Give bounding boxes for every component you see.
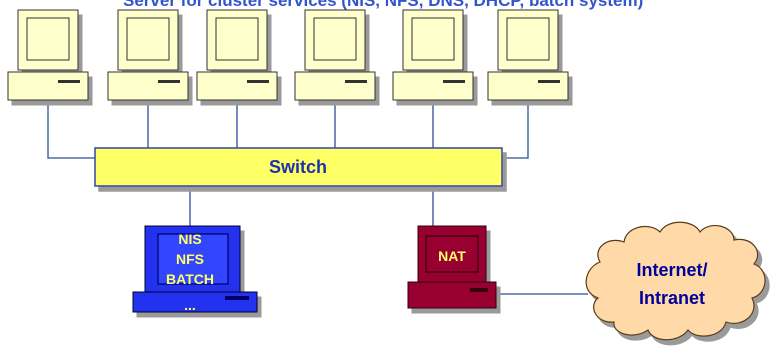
- drive-slot: [443, 80, 465, 83]
- cloud-label-line1: Internet/: [636, 260, 707, 280]
- drive-slot: [345, 80, 367, 83]
- workstation-group: [7, 9, 569, 101]
- connection-lines: [47, 103, 588, 295]
- internet-cloud: Internet/ Intranet: [585, 221, 766, 341]
- nat-label: NAT: [438, 248, 466, 264]
- workstation-3: [196, 9, 278, 101]
- screen: [506, 17, 550, 61]
- server-service-batch: BATCH: [166, 271, 214, 287]
- computer-base-icon: [7, 71, 89, 101]
- link-pc1: [47, 103, 95, 159]
- switch: Switch: [94, 147, 503, 187]
- nat-server: NAT: [407, 225, 497, 309]
- drive-slot: [538, 80, 560, 83]
- screen: [215, 17, 259, 61]
- workstation-2: [107, 9, 189, 101]
- drive-slot: [247, 80, 269, 83]
- screen: [411, 17, 455, 61]
- screen: [313, 17, 357, 61]
- link-pc6: [502, 103, 529, 159]
- computer-base-icon: [107, 71, 189, 101]
- server-service-nfs: NFS: [176, 251, 204, 267]
- screen: [26, 17, 70, 61]
- computer-base-icon: [392, 71, 474, 101]
- switch-label: Switch: [269, 157, 327, 177]
- server-service-nis: NIS: [178, 231, 201, 247]
- drive-slot: [58, 80, 80, 83]
- drive-slot: [158, 80, 180, 83]
- cluster-server: NIS NFS BATCH ...: [132, 225, 258, 313]
- computer-base-icon: [196, 71, 278, 101]
- workstation-5: [392, 9, 474, 101]
- diagram-title: Server for cluster services (NIS, NFS, D…: [123, 0, 643, 10]
- server-service-more: ...: [184, 297, 196, 313]
- computer-base-icon: [294, 71, 376, 101]
- screen: [126, 17, 170, 61]
- computer-base-icon: [487, 71, 569, 101]
- workstation-6: [487, 9, 569, 101]
- workstation-4: [294, 9, 376, 101]
- cloud-label-line2: Intranet: [639, 288, 705, 308]
- workstation-1: [7, 9, 89, 101]
